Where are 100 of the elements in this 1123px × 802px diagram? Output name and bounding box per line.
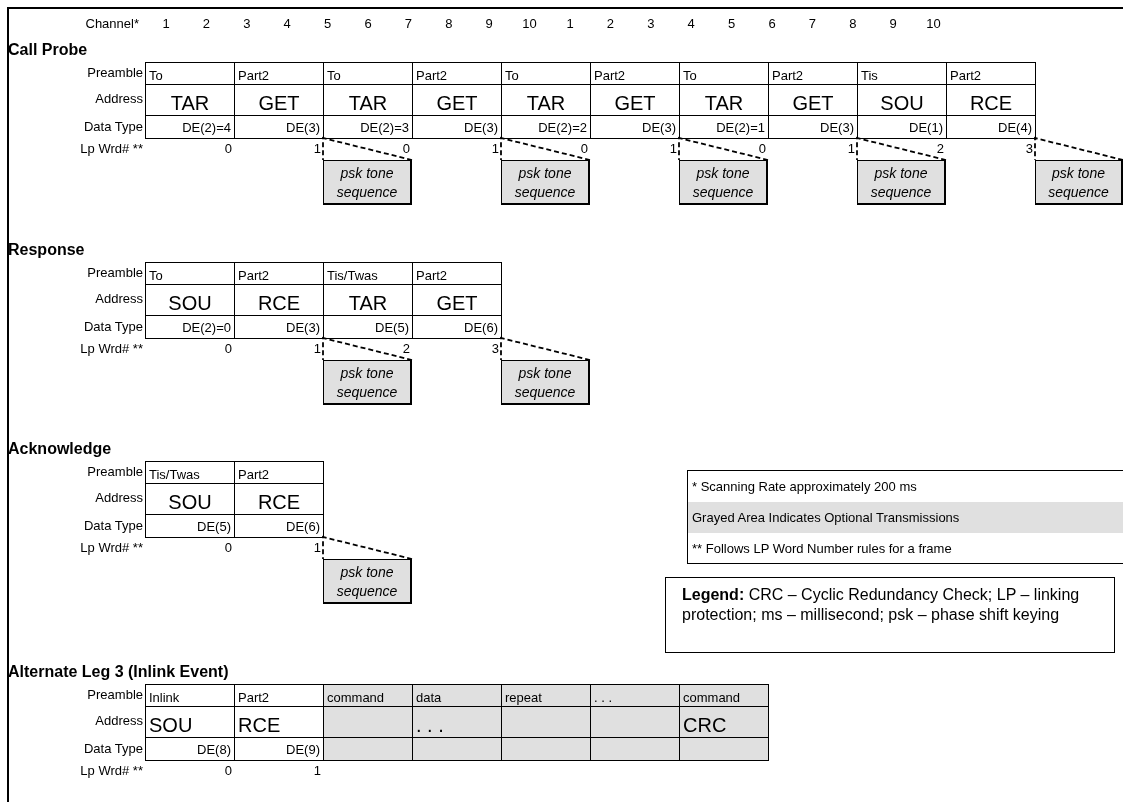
channel-number: 3 xyxy=(646,16,656,31)
tone-sequence-box: psk tone sequence xyxy=(323,360,412,405)
axis-label: Channel* xyxy=(84,16,139,31)
channel-number: 1 xyxy=(565,16,575,31)
data-type-cell: DE(8) xyxy=(145,737,235,761)
preamble-cell: command xyxy=(679,684,769,707)
data-type-cell: DE(5) xyxy=(145,514,235,538)
word-number: 1 xyxy=(490,141,499,156)
section-heading: Response xyxy=(8,241,85,259)
channel-number: 6 xyxy=(363,16,373,31)
row-label: Lp Wrd# ** xyxy=(79,141,143,156)
channel-number: 6 xyxy=(767,16,777,31)
dashed-connector xyxy=(856,136,947,161)
word-number: 0 xyxy=(223,763,232,778)
channel-number: 10 xyxy=(521,16,538,31)
dashed-connector xyxy=(500,136,591,161)
channel-number: 7 xyxy=(403,16,413,31)
word-number: 0 xyxy=(223,540,232,555)
word-number: 0 xyxy=(579,141,588,156)
preamble-cell: command xyxy=(323,684,413,707)
preamble-cell: data xyxy=(412,684,502,707)
shaded-note: Grayed Area Indicates Optional Transmissions xyxy=(688,502,1123,533)
data-type-cell: DE(2)=4 xyxy=(145,115,235,139)
dashed-connector xyxy=(322,336,413,361)
channel-number: 5 xyxy=(322,16,333,31)
preamble-cell: To xyxy=(145,62,235,85)
row-label: Address xyxy=(94,713,143,728)
row-label: Data Type xyxy=(82,741,143,756)
channel-number: 7 xyxy=(807,16,817,31)
word-number: 1 xyxy=(312,141,321,156)
channel-number: 1 xyxy=(161,16,171,31)
word-number: 1 xyxy=(312,540,321,555)
word-number: 0 xyxy=(223,141,232,156)
tone-sequence-box: psk tone sequence xyxy=(1035,160,1123,205)
row-label: Data Type xyxy=(82,518,143,533)
dashed-connector xyxy=(322,535,413,560)
dashed-connector xyxy=(500,336,591,361)
row-label: Preamble xyxy=(86,265,143,280)
channel-number: 5 xyxy=(726,16,737,31)
row-label: Lp Wrd# ** xyxy=(79,540,143,555)
word-number: 0 xyxy=(223,341,232,356)
tone-sequence-box: psk tone sequence xyxy=(857,160,946,205)
word-number: 3 xyxy=(1024,141,1033,156)
row-label: Data Type xyxy=(82,319,143,334)
word-number: 1 xyxy=(846,141,855,156)
preamble-cell: To xyxy=(145,262,235,285)
word-number: 2 xyxy=(935,141,944,156)
address-cell: CRC xyxy=(679,706,769,738)
row-label: Preamble xyxy=(86,687,143,702)
channel-number: 8 xyxy=(848,16,858,31)
row-label: Address xyxy=(94,291,143,306)
row-label: Lp Wrd# ** xyxy=(79,341,143,356)
channel-number: 2 xyxy=(605,16,615,31)
preamble-cell: repeat xyxy=(501,684,591,707)
channel-number: 10 xyxy=(925,16,942,31)
data-type-cell: DE(6) xyxy=(412,315,502,339)
tone-sequence-box: psk tone sequence xyxy=(501,360,590,405)
preamble-cell: Tis/Twas xyxy=(145,461,235,484)
channel-number: 4 xyxy=(686,16,696,31)
section-heading: Call Probe xyxy=(8,41,88,59)
row-label: Address xyxy=(94,490,143,505)
row-label: Lp Wrd# ** xyxy=(79,763,143,778)
dashed-connector xyxy=(678,136,769,161)
row-label: Preamble xyxy=(86,464,143,479)
channel-number: 9 xyxy=(888,16,898,31)
row-label: Preamble xyxy=(86,65,143,80)
word-number: 0 xyxy=(401,141,410,156)
word-number: 1 xyxy=(668,141,677,156)
section-heading: Alternate Leg 3 (Inlink Event) xyxy=(8,663,229,681)
preamble-cell: Inlink xyxy=(145,684,235,707)
row-label: Data Type xyxy=(82,119,143,134)
word-number: 1 xyxy=(312,341,321,356)
note-box xyxy=(687,470,1123,564)
dashed-connector xyxy=(1034,136,1123,161)
tone-sequence-box: psk tone sequence xyxy=(323,559,412,604)
channel-number: 8 xyxy=(444,16,454,31)
preamble-cell: Part2 xyxy=(234,461,324,484)
footnote: * Scanning Rate approximately 200 ms xyxy=(691,478,918,496)
preamble-cell: . . . xyxy=(590,684,680,707)
legend-box xyxy=(665,577,1115,653)
data-type-cell: DE(2)=0 xyxy=(145,315,235,339)
dashed-connector xyxy=(322,136,413,161)
word-number: 2 xyxy=(401,341,410,356)
address-cell: . . . xyxy=(412,706,502,738)
word-number: 1 xyxy=(312,763,321,778)
section-heading: Acknowledge xyxy=(8,440,112,458)
data-type-cell: DE(6) xyxy=(234,514,324,538)
legend-text: Legend: CRC – Cyclic Redundancy Check; LP – linking protection; ms – millisecond; psk – phase shift keying xyxy=(681,585,1081,625)
channel-number: 4 xyxy=(282,16,292,31)
preamble-cell: Part2 xyxy=(412,262,502,285)
channel-number: 9 xyxy=(484,16,494,31)
preamble-cell: Part2 xyxy=(946,62,1036,85)
tone-sequence-box: psk tone sequence xyxy=(679,160,768,205)
data-type-cell: DE(4) xyxy=(946,115,1036,139)
word-number: 3 xyxy=(490,341,499,356)
tone-sequence-box: psk tone sequence xyxy=(501,160,590,205)
footnote: ** Follows LP Word Number rules for a frame xyxy=(691,540,953,558)
tone-sequence-box: psk tone sequence xyxy=(323,160,412,205)
row-label: Address xyxy=(94,91,143,106)
channel-number: 2 xyxy=(201,16,211,31)
